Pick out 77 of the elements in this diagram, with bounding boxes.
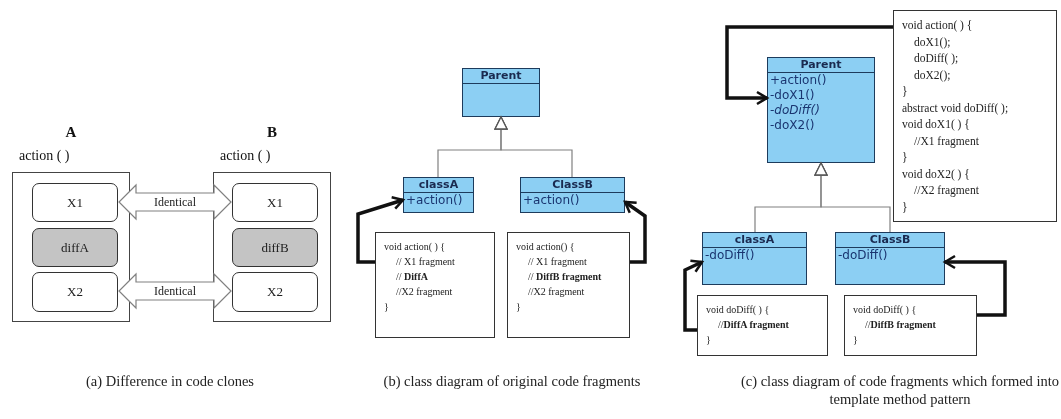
class-name: Parent [768,58,874,73]
clone-label: A [65,124,77,141]
class-member: -doX2() [769,118,816,133]
code-line: //X1 fragment [914,133,979,149]
uml-class-box [767,57,875,163]
code-line: } [706,333,711,347]
code-line: // X1 fragment [528,255,587,269]
code-line: } [902,84,908,99]
reference-arrow [683,259,704,332]
method-label: action ( ) [220,148,271,164]
class-member: -doX1() [769,88,816,103]
class-member: -doDiff() [769,103,821,118]
reference-arrow [623,200,647,264]
fragment-box: X1 [32,183,118,222]
code-line: // X1 fragment [396,255,455,269]
fragment-box: X2 [232,272,318,312]
code-box [507,232,630,338]
double-arrow [118,272,232,310]
code-line: //X2 fragment [914,183,979,199]
code-box [375,232,495,338]
code-line: void action( ) { [902,18,973,34]
class-member: +action() [769,73,828,88]
code-line: // DiffA [396,270,428,284]
class-name: Parent [463,69,539,84]
code-line: } [384,300,389,314]
fragment-box: diffA [32,228,118,267]
uml-class-box [403,177,474,213]
fragment-box: X2 [32,272,118,312]
class-member: -doDiff() [837,248,889,263]
code-line: doDiff( ); [914,51,959,67]
inheritance-arrow [814,162,891,233]
uml-class-box [520,177,625,213]
code-box [893,10,1057,222]
code-line: doX1(); [914,34,951,50]
code-line: //X2 fragment [528,285,585,299]
code-line: void action( ) { [384,240,446,254]
reference-arrow [356,196,405,264]
code-line: //DiffA fragment [718,318,789,332]
class-member: -doDiff() [704,248,756,263]
class-member: +action() [405,193,464,208]
code-line: //X2 fragment [396,285,453,299]
figure-caption: (b) class diagram of original code fragments [382,372,642,390]
clone-label: B [267,124,277,141]
fragment-box: X1 [232,183,318,222]
method-label: action ( ) [19,148,70,164]
uml-class-box [702,232,807,285]
fragment-box: diffB [232,228,318,267]
code-box [697,295,828,356]
inheritance-arrow [494,116,573,178]
reference-arrow [943,254,1007,317]
code-line: // DiffB fragment [528,270,602,284]
code-line: } [853,333,858,347]
class-name: classA [703,233,806,248]
figure-caption: (c) class diagram of code fragments which formed into template method pattern [740,372,1060,408]
code-line: void action() { [516,240,575,254]
class-name: ClassB [521,178,624,193]
reference-arrow [725,25,893,106]
class-name: ClassB [836,233,944,248]
code-line: void doDiff( ) { [706,303,770,317]
code-line: void doDiff( ) { [853,303,917,317]
figure-caption: (a) Difference in code clones [85,372,255,390]
edge-label: Identical [154,283,196,299]
code-line: abstract void doDiff( ); [902,100,1009,116]
class-member: +action() [522,193,581,208]
edge-label: Identical [154,194,196,210]
class-name: classA [404,178,473,193]
code-line: } [902,150,908,165]
uml-class-box [835,232,945,285]
code-line: } [516,300,521,314]
code-line: void doX2( ) { [902,166,970,182]
uml-class-box [462,68,540,117]
double-arrow [118,183,232,221]
code-line: //DiffB fragment [865,318,936,332]
code-line: void doX1( ) { [902,117,970,133]
code-line: doX2(); [914,67,951,83]
code-box [844,295,977,356]
code-line: } [902,199,908,215]
